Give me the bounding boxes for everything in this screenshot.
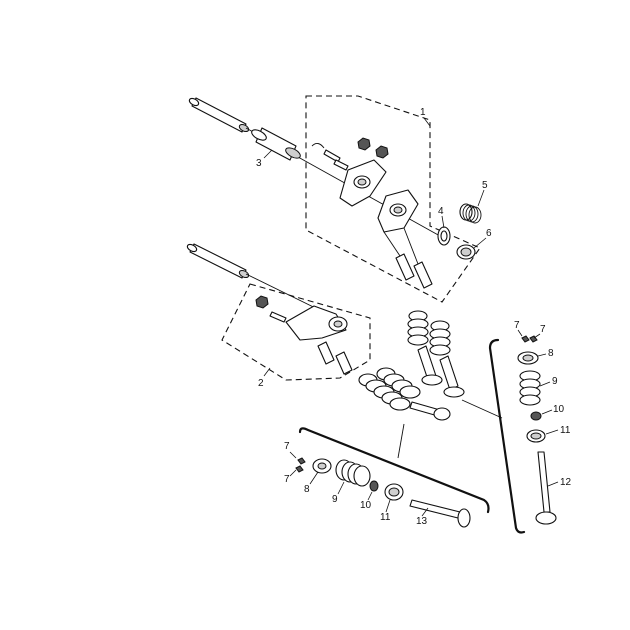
callout-9-right: 9 — [552, 376, 558, 387]
lower-valve-parts — [295, 457, 471, 528]
callout-8-lower: 8 — [304, 484, 310, 495]
bracket-left — [298, 427, 490, 514]
assembly-1-outline — [305, 95, 481, 303]
bracket-left-pointer — [397, 423, 405, 459]
callout-6: 6 — [486, 228, 492, 239]
callout-1: 1 — [420, 107, 426, 118]
right-valve-parts — [517, 335, 557, 525]
callout-3: 3 — [256, 158, 262, 169]
valve-springs-pair-lower — [358, 367, 451, 421]
leader-lines — [263, 117, 559, 517]
callout-11-right: 11 — [560, 425, 571, 436]
callout-11-lower: 11 — [380, 512, 391, 523]
bracket-right — [488, 338, 526, 534]
callout-5: 5 — [482, 180, 488, 191]
callout-10-lower: 10 — [360, 500, 372, 511]
assembly-2-outline — [221, 283, 371, 381]
callout-2: 2 — [258, 378, 264, 389]
upper-rocker-shaft — [188, 97, 441, 237]
valve-springs-pair-upper — [407, 310, 465, 398]
callout-7-lower-a: 7 — [284, 441, 290, 452]
callout-8-right: 8 — [548, 348, 554, 359]
callout-10-right: 10 — [553, 404, 565, 415]
callout-7-lower-b: 7 — [284, 474, 290, 485]
callout-13: 13 — [416, 516, 428, 527]
callout-9-lower: 9 — [332, 494, 338, 505]
callout-4: 4 — [438, 206, 444, 217]
lower-rocker-arm — [255, 295, 353, 375]
upper-rocker-arms — [311, 137, 482, 289]
callout-12: 12 — [560, 477, 572, 488]
callout-7-right-b: 7 — [540, 324, 546, 335]
callout-7-right-a: 7 — [514, 320, 520, 331]
callout-numbers: 1 3 5 4 6 2 7 7 8 9 10 11 13 7 7 8 9 10 … — [256, 107, 572, 527]
bracket-right-pointer — [461, 399, 503, 419]
